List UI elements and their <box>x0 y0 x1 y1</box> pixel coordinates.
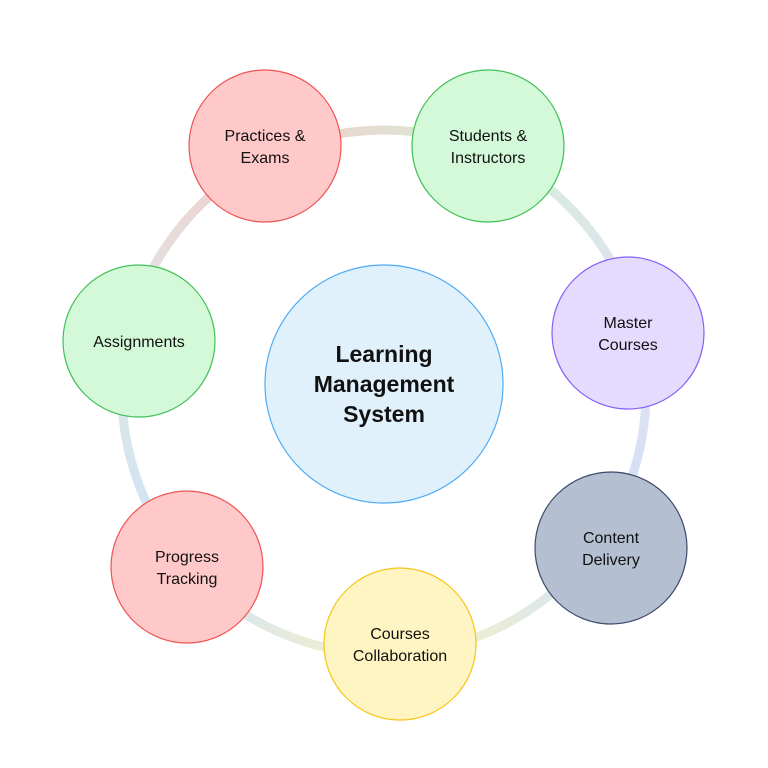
center-circle <box>264 264 504 504</box>
node-students-instructors: Students & Instructors <box>411 69 565 223</box>
center-node: Learning Management System <box>264 264 504 504</box>
node-label-line: Exams <box>241 150 290 167</box>
node-label-line: Assignments <box>93 334 185 351</box>
node-label-line: Collaboration <box>353 648 447 665</box>
node-label-line: Delivery <box>582 552 640 569</box>
node-circle <box>534 471 688 625</box>
center-title-line-3: System <box>343 401 425 427</box>
node-circle <box>188 69 342 223</box>
node-circle <box>411 69 565 223</box>
node-label-line: Instructors <box>451 150 526 167</box>
node-label-line: Tracking <box>157 571 218 588</box>
node-label-line: Practices & <box>225 128 306 145</box>
node-label-line: Master <box>604 315 654 332</box>
center-title-line-2: Management <box>314 371 455 397</box>
node-label-line: Courses <box>598 337 658 354</box>
node-circle <box>323 567 477 721</box>
node-practices-exams: Practices & Exams <box>188 69 342 223</box>
node-label-line: Content <box>583 530 640 547</box>
node-circle <box>551 256 705 410</box>
node-circle <box>110 490 264 644</box>
node-circle <box>62 264 216 418</box>
node-label-line: Progress <box>155 549 219 566</box>
node-assignments: Assignments <box>62 264 216 418</box>
center-title-line-1: Learning <box>335 341 432 367</box>
node-label-line: Courses <box>370 626 430 643</box>
node-label-line: Students & <box>449 128 528 145</box>
